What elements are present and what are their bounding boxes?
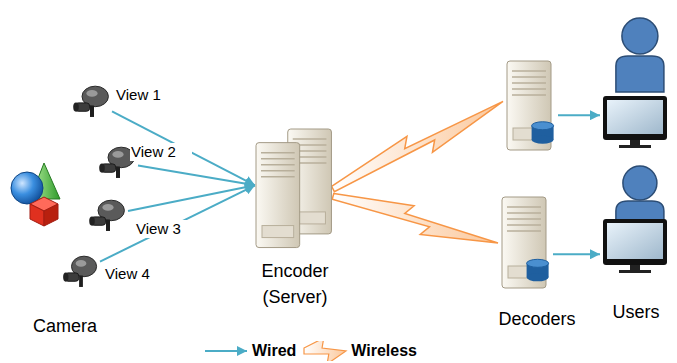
node-shape xyxy=(600,12,670,152)
legend-sample xyxy=(302,341,348,361)
server-node: Decoders xyxy=(498,196,553,290)
wired-link xyxy=(138,165,255,185)
wired-link xyxy=(100,185,255,261)
camera-icon xyxy=(89,200,124,231)
node-label: Users xyxy=(600,301,672,323)
server-icon xyxy=(507,61,554,150)
node-label: Encoder (Server) xyxy=(249,258,341,310)
camera-node: View 1 xyxy=(72,82,112,120)
group-label: Camera xyxy=(33,316,97,337)
node-label: View 1 xyxy=(115,86,177,104)
legend-item: Wired xyxy=(203,341,296,361)
user-node: Users xyxy=(600,163,670,278)
legend-item: Wireless xyxy=(302,341,417,361)
legend: Wired Wireless xyxy=(203,341,423,361)
wired-link xyxy=(128,185,255,211)
camera-node: View 4 xyxy=(62,252,100,290)
legend-text: Wireless xyxy=(351,342,417,360)
wired-link xyxy=(112,111,255,185)
wired-link xyxy=(558,114,600,116)
node-label: View 3 xyxy=(135,220,197,238)
camera-node: View 3 xyxy=(88,196,128,234)
node-shape xyxy=(255,128,333,250)
legend-text: Wired xyxy=(252,342,296,360)
wired-link xyxy=(553,253,600,255)
wireless-link xyxy=(332,101,503,191)
node-shape xyxy=(503,60,558,152)
user-node xyxy=(600,12,670,152)
server-icon xyxy=(502,197,549,288)
3d-objects xyxy=(11,163,60,226)
node-shape xyxy=(72,82,112,120)
server-node: Encoder (Server) xyxy=(255,128,333,250)
user-icon xyxy=(603,166,667,273)
camera-icon xyxy=(73,86,108,117)
node-label: Decoders xyxy=(486,308,588,330)
node-label: View 4 xyxy=(104,265,166,283)
node-label: View 2 xyxy=(130,143,192,161)
node-shape xyxy=(600,163,670,278)
node-shape xyxy=(498,196,553,290)
camera-node: View 2 xyxy=(98,143,138,181)
camera-icon xyxy=(63,256,96,287)
node-shape xyxy=(88,196,128,234)
node-shape xyxy=(62,252,100,290)
legend-sample xyxy=(203,341,249,361)
wireless-link xyxy=(332,193,498,243)
server-node xyxy=(503,60,558,152)
server-icon xyxy=(256,129,331,248)
user-icon xyxy=(603,18,667,148)
